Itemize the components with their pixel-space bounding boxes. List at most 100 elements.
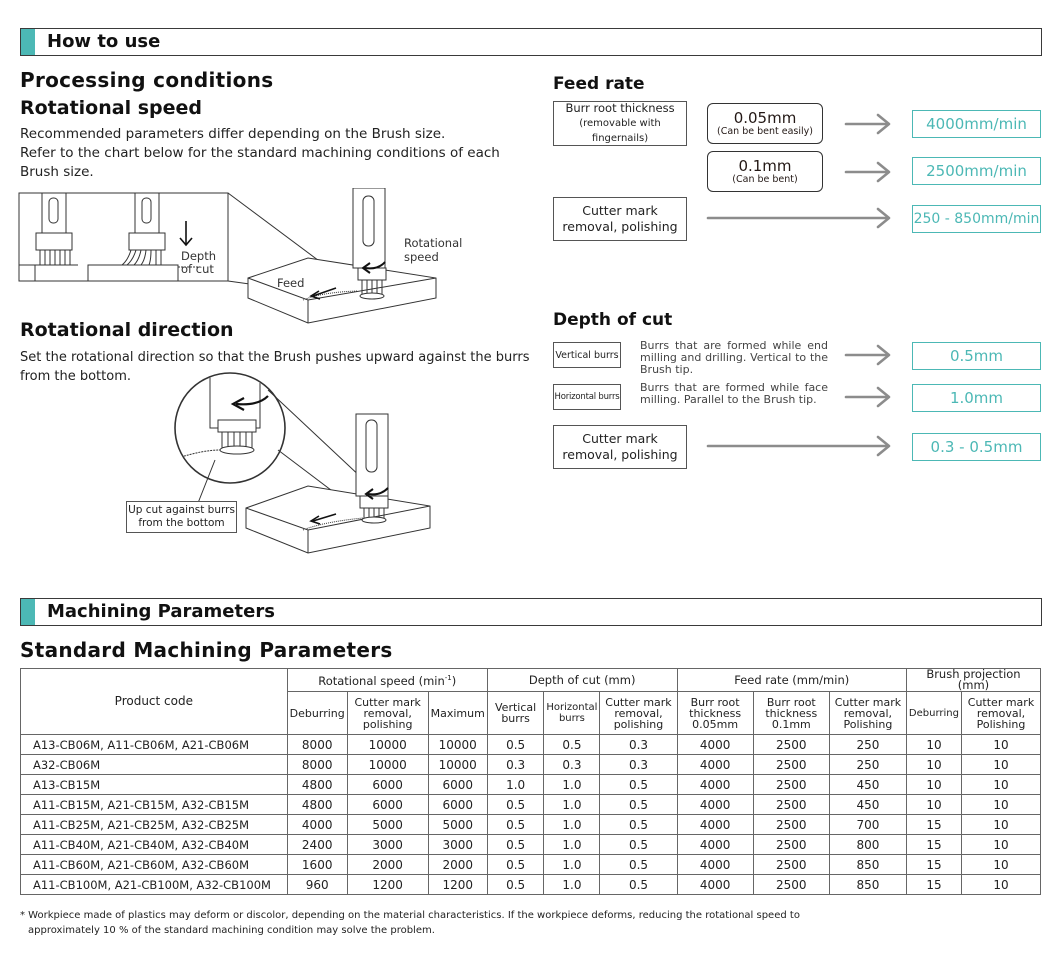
table-cell: 5000 [427, 814, 488, 835]
table-cell: 450 [828, 794, 907, 815]
table-cell: 4000 [676, 754, 754, 775]
rotational-speed-label: Rotational speed [404, 236, 462, 264]
rotational-direction-line1: Set the rotational direction so that the… [20, 350, 530, 365]
table-cell: 2000 [427, 854, 488, 875]
table-cell: 0.5 [486, 854, 545, 875]
arrow-head-icon [876, 435, 891, 457]
table-cell: 2000 [346, 854, 429, 875]
th-rot-deburring: Deburring [286, 691, 348, 735]
table-cell: 4000 [676, 774, 754, 795]
table-cell: 2400 [286, 834, 348, 855]
table-cell: 10 [960, 834, 1042, 855]
product-code-cell: A13-CB06M, A11-CB06M, A21-CB06M [20, 734, 288, 755]
th-proj-deburring: Deburring [905, 691, 962, 735]
product-code-cell: A11-CB40M, A21-CB40M, A32-CB40M [20, 834, 288, 855]
table-cell: 4800 [286, 774, 348, 795]
product-code-cell: A32-CB06M [20, 754, 288, 775]
footnote-line1: * Workpiece made of plastics may deform … [20, 910, 800, 921]
product-code-cell: A11-CB25M, A21-CB25M, A32-CB25M [20, 814, 288, 835]
th-rot-speed-text: Rotational speed (min [318, 673, 445, 688]
table-cell: 0.5 [599, 854, 678, 875]
table-cell: 0.3 [599, 734, 678, 755]
table-cell: 1.0 [543, 814, 601, 835]
processing-conditions-title: Processing conditions [20, 68, 274, 92]
table-cell: 0.5 [599, 814, 678, 835]
table-cell: 10 [960, 774, 1042, 795]
up-cut-line1: Up cut against burrs [128, 504, 235, 516]
feed-cutter-mark-box: Cutter mark removal, polishing [553, 197, 687, 241]
footnote-line2: approximately 10 % of the standard machi… [28, 925, 435, 936]
how-to-use-title: How to use [47, 31, 161, 52]
table-cell: 10 [960, 734, 1042, 755]
rotational-speed-line1: Recommended parameters differ depending … [20, 126, 446, 142]
table-cell: 0.5 [486, 874, 545, 895]
rotational-direction-title: Rotational direction [20, 319, 234, 341]
th-feed-cutter: Cutter mark removal, Polishing [828, 691, 907, 735]
feed-result-cutter: 250 - 850mm/min [912, 205, 1041, 233]
table-cell: 8000 [286, 754, 348, 775]
feed-cutter-line2: removal, polishing [562, 219, 678, 234]
table-cell: 4000 [676, 794, 754, 815]
table-cell: 1.0 [543, 854, 601, 875]
table-cell: 10 [905, 734, 962, 755]
table-cell: 10 [960, 814, 1042, 835]
table-cell: 4000 [676, 854, 754, 875]
depth-result-horizontal: 1.0mm [912, 384, 1041, 412]
table-cell: 1.0 [543, 834, 601, 855]
rotational-label-line1: Rotational [404, 236, 463, 250]
rotational-speed-illustration [18, 188, 437, 324]
table-cell: 2500 [752, 814, 830, 835]
table-cell: 250 [828, 754, 907, 775]
depth-result-vertical: 0.5mm [912, 342, 1041, 370]
depth-of-cut-title: Depth of cut [553, 310, 673, 330]
table-cell: 800 [828, 834, 907, 855]
table-cell: 10 [960, 794, 1042, 815]
table-cell: 1.0 [543, 794, 601, 815]
table-cell: 15 [905, 834, 962, 855]
rotational-direction-illustration [174, 372, 431, 554]
table-cell: 700 [828, 814, 907, 835]
table-cell: 1600 [286, 854, 348, 875]
arrow-head-icon [876, 344, 891, 366]
table-cell: 2500 [752, 774, 830, 795]
table-cell: 10000 [427, 734, 488, 755]
table-cell: 10 [960, 854, 1042, 875]
table-cell: 2500 [752, 874, 830, 895]
product-code-cell: A11-CB60M, A21-CB60M, A32-CB60M [20, 854, 288, 875]
burr-root-line1: Burr root thickness [565, 101, 675, 115]
depth-of-cut-arrows [706, 344, 891, 457]
horizontal-burrs-box: Horizontal burrs [553, 384, 621, 410]
table-cell: 10000 [346, 754, 429, 775]
th-rot-speed-close: ) [451, 673, 457, 688]
table-cell: 0.5 [486, 834, 545, 855]
table-cell: 2500 [752, 754, 830, 775]
table-cell: 0.5 [486, 794, 545, 815]
rotational-speed-title: Rotational speed [20, 97, 202, 119]
table-cell: 10000 [427, 754, 488, 775]
feed-result-4000: 4000mm/min [912, 110, 1041, 138]
up-cut-callout: Up cut against burrs from the bottom [126, 501, 237, 533]
rotational-speed-text: Recommended parameters differ depending … [20, 125, 520, 182]
machining-parameters-table: Product code Rotational speed (min-1) De… [20, 668, 1042, 895]
table-cell: 15 [905, 814, 962, 835]
table-cell: 10000 [346, 734, 429, 755]
up-cut-line2: from the bottom [138, 517, 225, 529]
table-cell: 0.5 [486, 734, 545, 755]
th-product-code: Product code [20, 668, 288, 735]
table-cell: 6000 [346, 774, 429, 795]
table-cell: 0.3 [543, 754, 601, 775]
th-depth-vertical: Vertical burrs [486, 691, 545, 735]
table-cell: 0.5 [486, 814, 545, 835]
table-cell: 850 [828, 854, 907, 875]
table-cell: 4000 [676, 814, 754, 835]
vertical-burrs-box: Vertical burrs [553, 342, 621, 368]
standard-machining-title: Standard Machining Parameters [20, 638, 393, 662]
depth-label-line2: of cut [181, 262, 214, 276]
feed-option-005-value: 0.05mm [733, 109, 797, 127]
table-cell: 3000 [346, 834, 429, 855]
feed-option-01-note: (Can be bent) [732, 174, 798, 185]
arrow-head-icon [876, 161, 891, 183]
